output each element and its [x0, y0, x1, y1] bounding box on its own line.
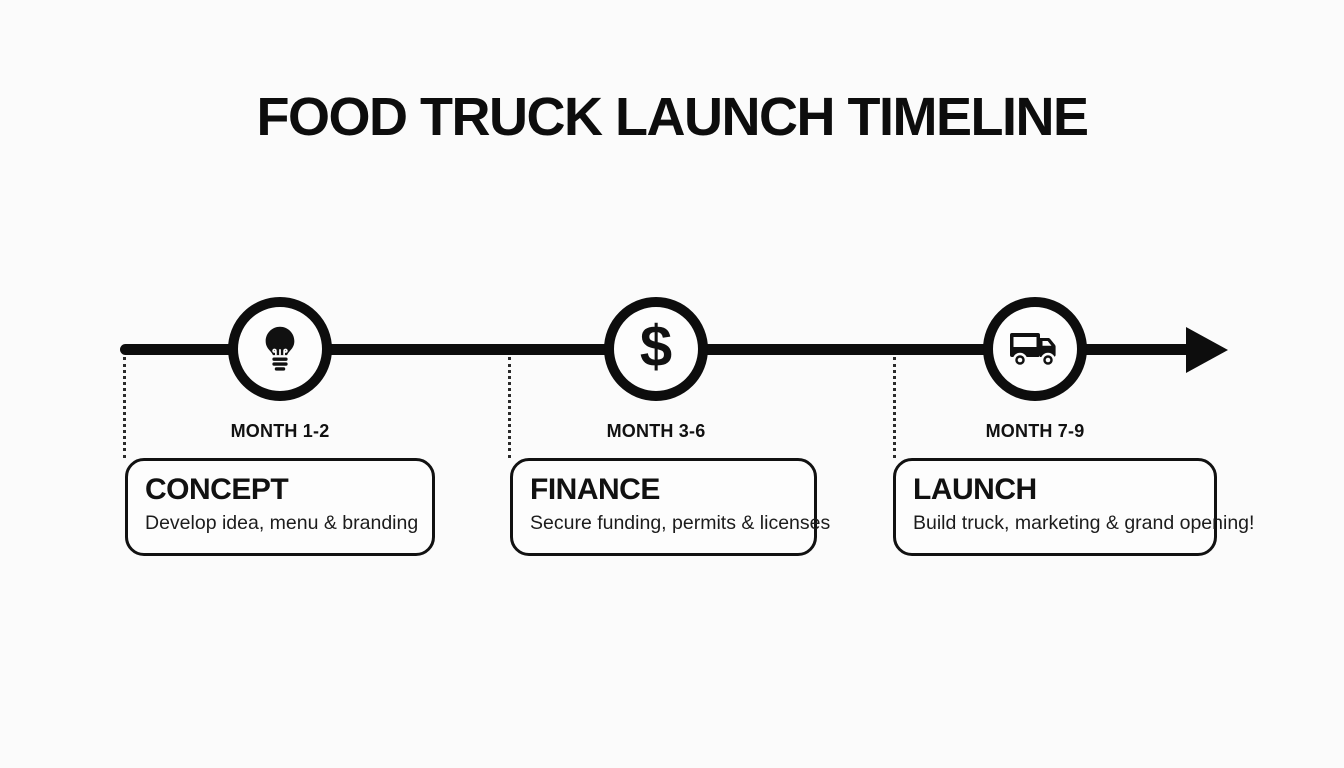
dotted-connector-concept	[123, 357, 126, 458]
card-subtitle-finance: Secure funding, permits & licenses	[530, 511, 831, 534]
dotted-connector-launch	[893, 357, 896, 458]
milestone-node-launch	[983, 297, 1087, 401]
card-title-concept: CONCEPT	[145, 473, 289, 506]
dotted-connector-finance	[508, 357, 511, 458]
card-title-launch: LAUNCH	[913, 473, 1037, 506]
milestone-node-concept	[228, 297, 332, 401]
page-title: FOOD TRUCK LAUNCH TIMELINE	[256, 87, 1089, 147]
card-subtitle-concept: Develop idea, menu & branding	[145, 511, 419, 534]
milestone-card-concept: CONCEPT Develop idea, menu & branding	[125, 458, 435, 556]
month-label-concept: MONTH 1-2	[230, 421, 330, 441]
lightbulb-icon	[265, 326, 295, 371]
card-title-finance: FINANCE	[530, 473, 660, 506]
milestone-card-launch: LAUNCH Build truck, marketing & grand op…	[893, 458, 1255, 556]
food-truck-icon	[1010, 333, 1056, 368]
month-label-launch: MONTH 7-9	[985, 421, 1085, 441]
card-subtitle-launch: Build truck, marketing & grand opening!	[913, 511, 1255, 534]
month-label-finance: MONTH 3-6	[606, 421, 706, 441]
milestone-node-finance: $	[604, 297, 708, 401]
milestone-card-finance: FINANCE Secure funding, permits & licens…	[510, 458, 831, 556]
dollar-icon: $	[639, 314, 673, 379]
arrow-right-icon	[1186, 327, 1228, 373]
